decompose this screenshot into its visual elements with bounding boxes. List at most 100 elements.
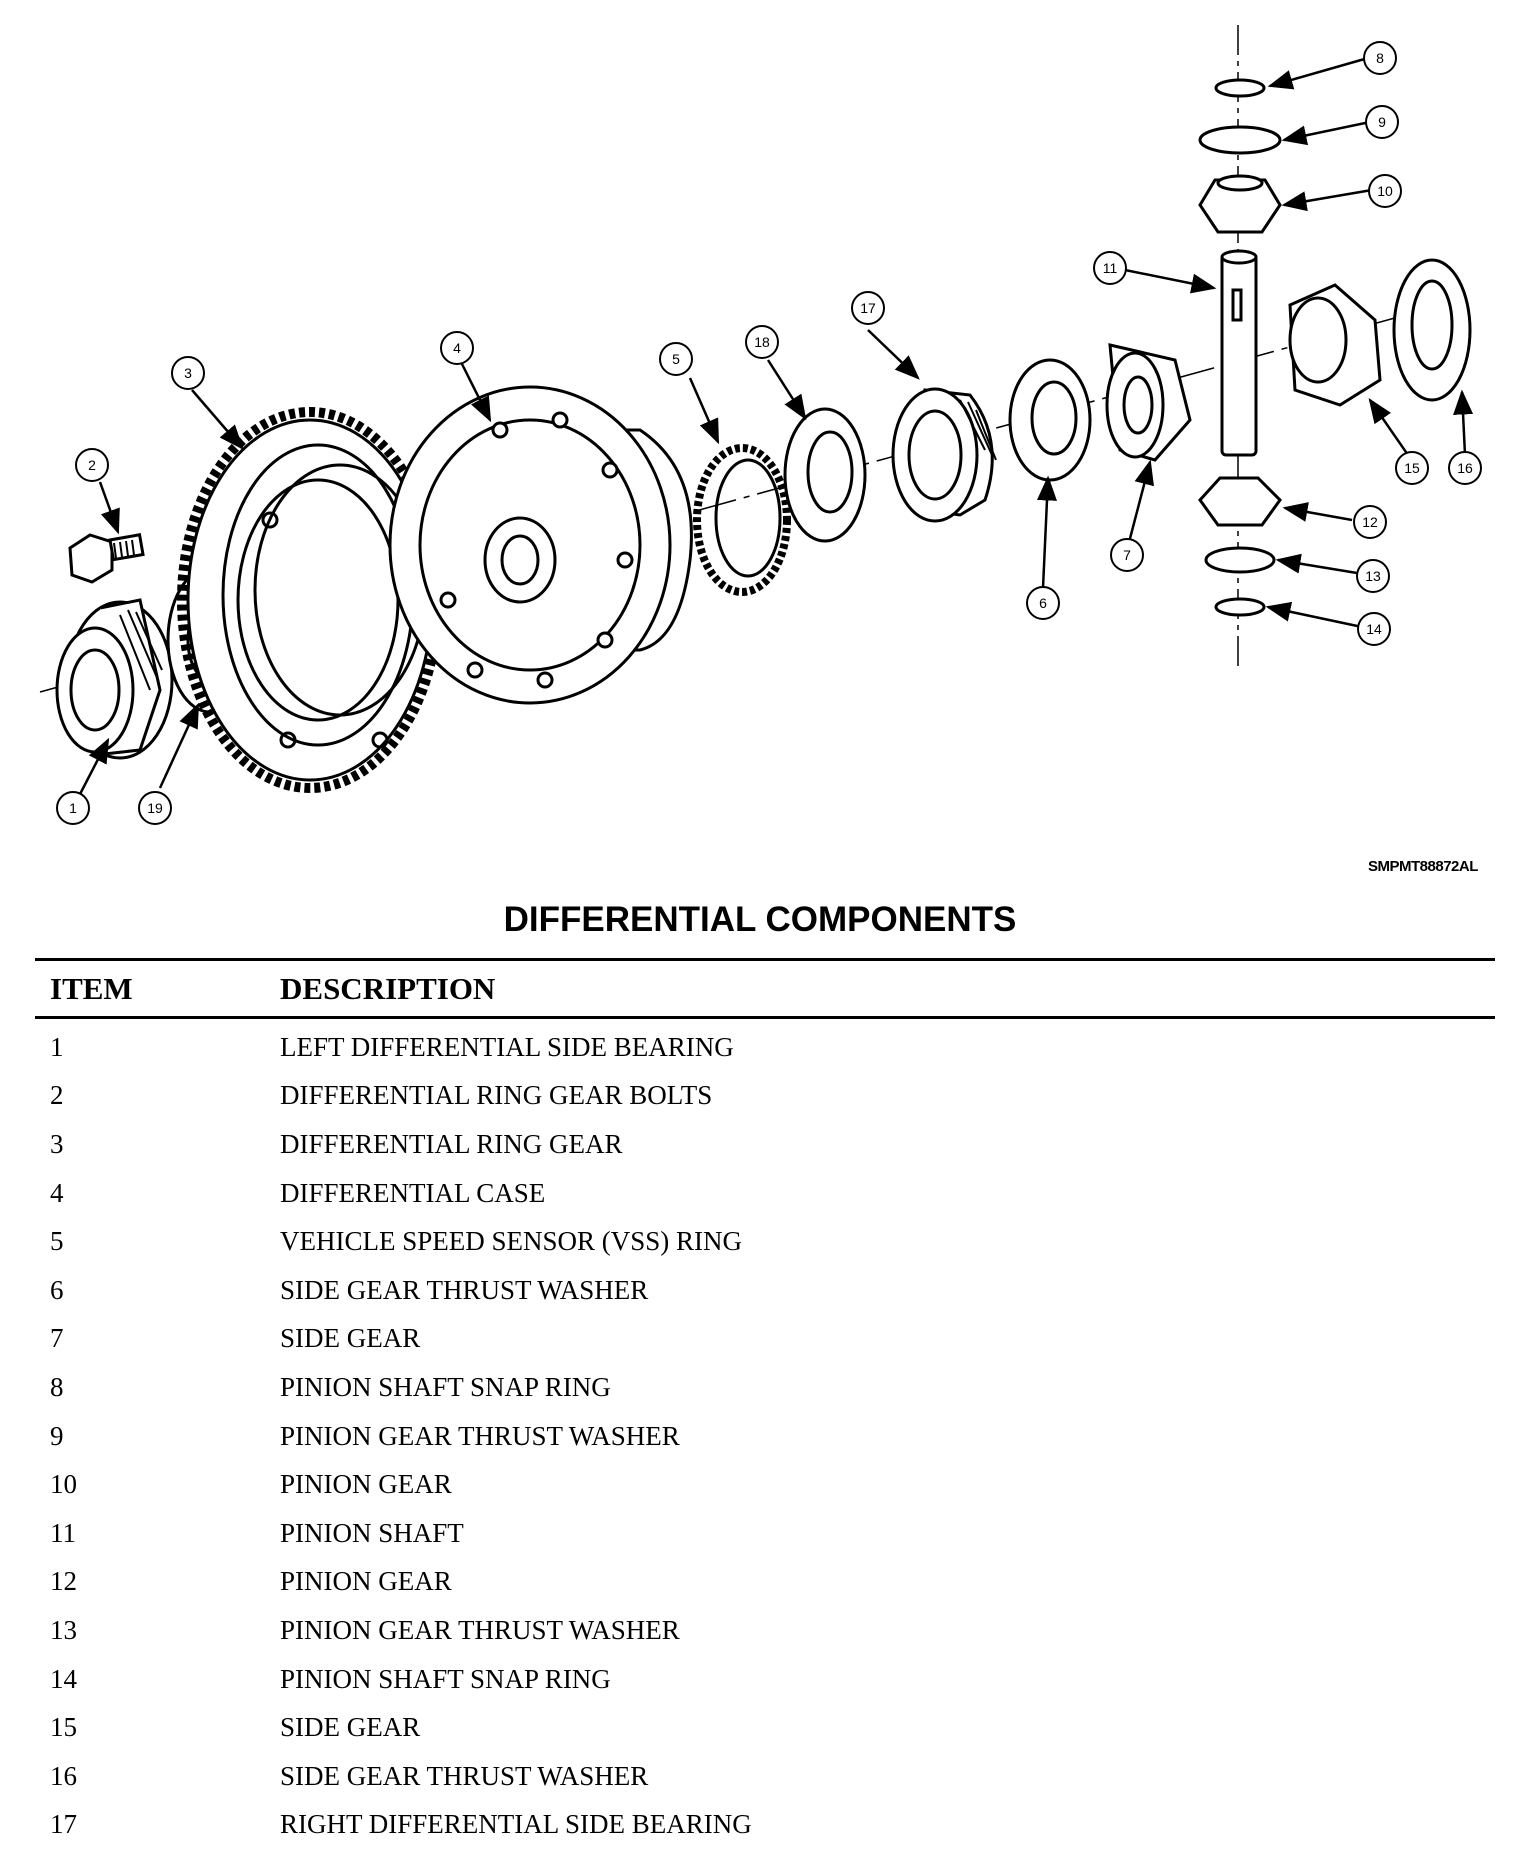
part-ring-gear-bolt (68, 533, 145, 584)
table-row: 14 PINION SHAFT SNAP RING (35, 1655, 1495, 1704)
svg-text:13: 13 (1365, 568, 1381, 584)
callout-18: 18 (745, 325, 779, 359)
row-item: 6 (50, 1274, 64, 1305)
callout-15: 15 (1395, 451, 1429, 485)
callout-8: 8 (1363, 41, 1397, 75)
row-description: SIDE GEAR (280, 1323, 421, 1354)
table-top-rule (35, 958, 1495, 961)
row-description: PINION SHAFT SNAP RING (280, 1663, 611, 1694)
row-item: 17 (50, 1809, 77, 1840)
row-description: SIDE GEAR THRUST WASHER (280, 1760, 649, 1791)
svg-text:18: 18 (754, 334, 770, 350)
svg-text:2: 2 (88, 457, 96, 473)
row-description: DIFFERENTIAL RING GEAR (280, 1128, 623, 1159)
part-side-gear-washer-6 (1008, 358, 1092, 482)
table-row: 9 PINION GEAR THRUST WASHER (35, 1412, 1495, 1461)
table-row: 10 PINION GEAR (35, 1460, 1495, 1509)
table-header: ITEM DESCRIPTION (35, 961, 1495, 1016)
callout-10: 10 (1368, 174, 1402, 208)
svg-text:4: 4 (453, 340, 461, 356)
svg-text:10: 10 (1377, 183, 1393, 199)
part-lower-pinion-stack (1198, 476, 1282, 617)
callout-4: 4 (440, 331, 474, 365)
callout-14: 14 (1357, 612, 1391, 646)
row-description: PINION GEAR (280, 1566, 452, 1597)
table-row: 2 DIFFERENTIAL RING GEAR BOLTS (35, 1072, 1495, 1121)
callout-12: 12 (1353, 505, 1387, 539)
table-row: 3 DIFFERENTIAL RING GEAR (35, 1120, 1495, 1169)
part-right-side-bearing (891, 387, 997, 523)
table-row: 12 PINION GEAR (35, 1558, 1495, 1607)
svg-text:15: 15 (1404, 460, 1420, 476)
row-description: LEFT DIFFERENTIAL SIDE BEARING (280, 1031, 734, 1062)
callout-1: 1 (56, 791, 90, 825)
part-thrust-washer-18 (783, 407, 867, 543)
row-description: SIDE GEAR THRUST WASHER (280, 1274, 649, 1305)
header-item: ITEM (50, 970, 133, 1006)
svg-text:9: 9 (1378, 114, 1386, 130)
callout-2: 2 (75, 448, 109, 482)
svg-text:17: 17 (860, 300, 876, 316)
row-description: PINION GEAR THRUST WASHER (280, 1614, 680, 1645)
svg-text:14: 14 (1366, 621, 1382, 637)
table-row: 16 SIDE GEAR THRUST WASHER (35, 1752, 1495, 1801)
callout-labels: 1 2 3 4 5 6 7 8 9 10 11 12 13 14 15 16 1… (56, 41, 1482, 825)
part-vss-ring (693, 444, 791, 596)
table-row: 1 LEFT DIFFERENTIAL SIDE BEARING (35, 1023, 1495, 1072)
callout-13: 13 (1356, 559, 1390, 593)
callout-leaders (76, 56, 1474, 799)
table-row: 6 SIDE GEAR THRUST WASHER (35, 1266, 1495, 1315)
callout-16: 16 (1448, 451, 1482, 485)
row-description: PINION GEAR (280, 1469, 452, 1500)
part-pinion-shaft (1220, 249, 1258, 457)
svg-text:8: 8 (1376, 50, 1384, 66)
parts-table: ITEM DESCRIPTION 1 LEFT DIFFERENTIAL SIDE… (35, 958, 1495, 1849)
row-item: 12 (50, 1566, 77, 1597)
row-item: 4 (50, 1177, 64, 1208)
svg-text:7: 7 (1123, 547, 1131, 563)
row-item: 1 (50, 1031, 64, 1062)
row-item: 14 (50, 1663, 77, 1694)
table-row: 15 SIDE GEAR (35, 1703, 1495, 1752)
callout-17: 17 (851, 291, 885, 325)
row-description: PINION SHAFT SNAP RING (280, 1371, 611, 1402)
part-side-gear-7 (1105, 343, 1192, 462)
svg-text:19: 19 (147, 800, 163, 816)
callout-6: 6 (1026, 586, 1060, 620)
table-row: 13 PINION GEAR THRUST WASHER (35, 1606, 1495, 1655)
row-description: RIGHT DIFFERENTIAL SIDE BEARING (280, 1809, 752, 1840)
part-side-gear-15 (1288, 283, 1382, 407)
row-item: 13 (50, 1614, 77, 1645)
svg-text:12: 12 (1362, 514, 1378, 530)
row-item: 10 (50, 1469, 77, 1500)
row-item: 15 (50, 1712, 77, 1743)
row-description: PINION GEAR THRUST WASHER (280, 1420, 680, 1451)
row-description: PINION SHAFT (280, 1517, 464, 1548)
exploded-differential-diagram: 1 2 3 4 5 6 7 8 9 10 11 12 13 14 15 16 1… (39, 25, 1482, 825)
row-description: DIFFERENTIAL RING GEAR BOLTS (280, 1080, 713, 1111)
part-side-gear-washer-16 (1392, 258, 1472, 402)
page-title: DIFFERENTIAL COMPONENTS (503, 900, 1017, 939)
header-description: DESCRIPTION (280, 970, 496, 1006)
callout-7: 7 (1110, 538, 1144, 572)
row-item: 9 (50, 1420, 64, 1451)
callout-5: 5 (659, 342, 693, 376)
row-item: 3 (50, 1128, 64, 1159)
part-differential-case (388, 385, 693, 705)
row-description: SIDE GEAR (280, 1712, 421, 1743)
table-header-rule (35, 1016, 1495, 1019)
svg-text:6: 6 (1039, 595, 1047, 611)
row-item: 16 (50, 1760, 77, 1791)
row-item: 2 (50, 1080, 64, 1111)
svg-text:5: 5 (672, 351, 680, 367)
table-row: 17 RIGHT DIFFERENTIAL SIDE BEARING (35, 1801, 1495, 1850)
svg-text:3: 3 (184, 365, 192, 381)
callout-19: 19 (138, 791, 172, 825)
row-item: 5 (50, 1226, 64, 1257)
